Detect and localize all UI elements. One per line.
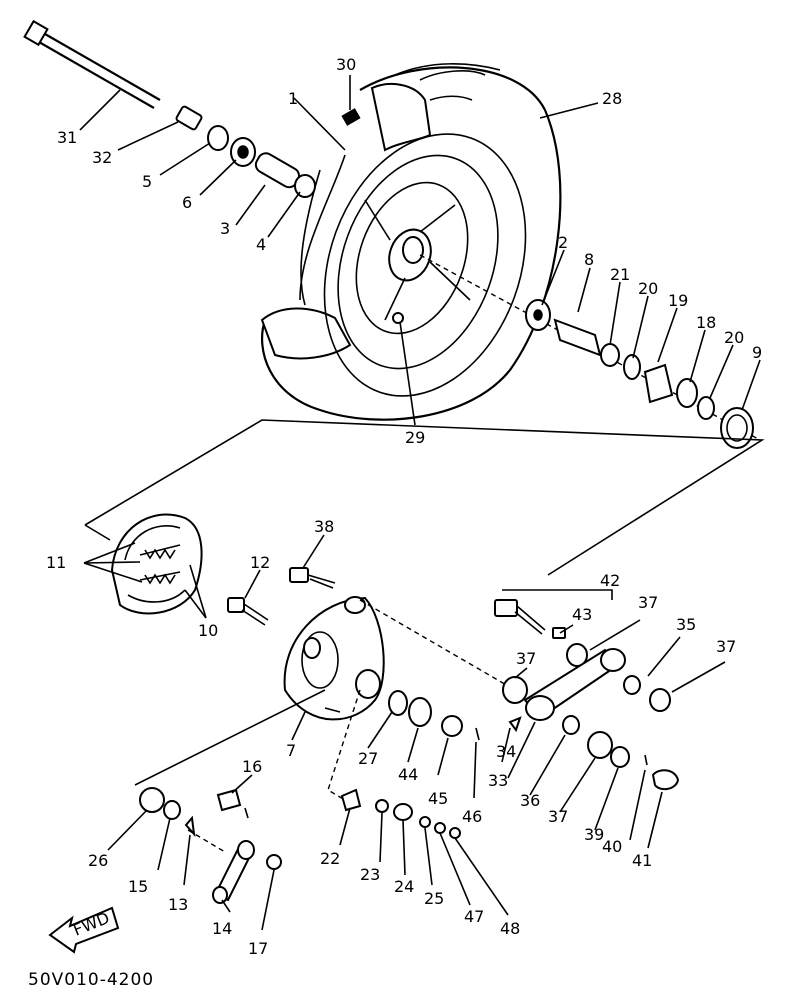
callout-30: 30	[336, 55, 356, 74]
callout-39: 39	[584, 825, 604, 844]
callout-29: 29	[405, 428, 425, 447]
callout-17: 17	[248, 939, 268, 958]
callout-14: 14	[212, 919, 232, 938]
torque-rod	[359, 599, 680, 791]
brake-shoes	[110, 513, 203, 615]
brake-plate-hardware	[388, 690, 480, 741]
tire-and-wheel	[260, 63, 562, 421]
callout-24: 24	[394, 877, 414, 896]
axle-shaft	[23, 19, 161, 109]
callout-23: 23	[360, 865, 380, 884]
callout-2: 2	[558, 233, 568, 252]
callout-28: 28	[602, 89, 622, 108]
callout-36: 36	[520, 791, 540, 810]
callout-34: 34	[496, 742, 516, 761]
callout-3: 3	[220, 219, 230, 238]
adjuster-parts	[327, 689, 461, 839]
right-side-parts	[419, 254, 761, 449]
callout-37c: 37	[638, 593, 658, 612]
diagram-reference-code: 50V010-4200	[28, 970, 154, 990]
callout-26: 26	[88, 851, 108, 870]
callout-38: 38	[314, 517, 334, 536]
bolts	[227, 567, 336, 626]
callout-46: 46	[462, 807, 482, 826]
callout-21: 21	[610, 265, 630, 284]
callout-20a: 20	[638, 279, 658, 298]
callout-37a: 37	[516, 649, 536, 668]
callout-43: 43	[572, 605, 592, 624]
callout-9: 9	[752, 343, 762, 362]
callout-27: 27	[358, 749, 378, 768]
forward-direction-arrow: FWD	[48, 906, 120, 954]
callout-19: 19	[668, 291, 688, 310]
callout-37d: 37	[716, 637, 736, 656]
callout-44: 44	[398, 765, 418, 784]
leader-lines	[79, 75, 761, 931]
callout-33: 33	[488, 771, 508, 790]
callout-48: 48	[500, 919, 520, 938]
callout-47: 47	[464, 907, 484, 926]
callout-7: 7	[286, 741, 296, 760]
callout-40: 40	[602, 837, 622, 856]
left-side-parts	[175, 105, 316, 198]
callout-16: 16	[242, 757, 262, 776]
callout-12: 12	[250, 553, 270, 572]
callout-15: 15	[128, 877, 148, 896]
callout-8: 8	[584, 250, 594, 269]
callout-13: 13	[168, 895, 188, 914]
callout-20b: 20	[724, 328, 744, 347]
callout-25: 25	[424, 889, 444, 908]
callout-labels: 31 32 5 6 3 4 1 30 28 29 2 8 21 20 19 18…	[46, 55, 762, 958]
brake-plate	[283, 596, 385, 721]
callout-18: 18	[696, 313, 716, 332]
callout-42: 42	[600, 571, 620, 590]
callout-6: 6	[182, 193, 192, 212]
callout-31: 31	[57, 128, 77, 147]
cam-lever-parts	[134, 689, 326, 904]
callout-11: 11	[46, 553, 66, 572]
callout-35: 35	[676, 615, 696, 634]
callout-32: 32	[92, 148, 112, 167]
callout-37b: 37	[548, 807, 568, 826]
callout-4: 4	[256, 235, 266, 254]
callout-1: 1	[288, 89, 298, 108]
callout-41: 41	[632, 851, 652, 870]
callout-45: 45	[428, 789, 448, 808]
callout-22: 22	[320, 849, 340, 868]
callout-5: 5	[142, 172, 152, 191]
callout-10: 10	[198, 621, 218, 640]
